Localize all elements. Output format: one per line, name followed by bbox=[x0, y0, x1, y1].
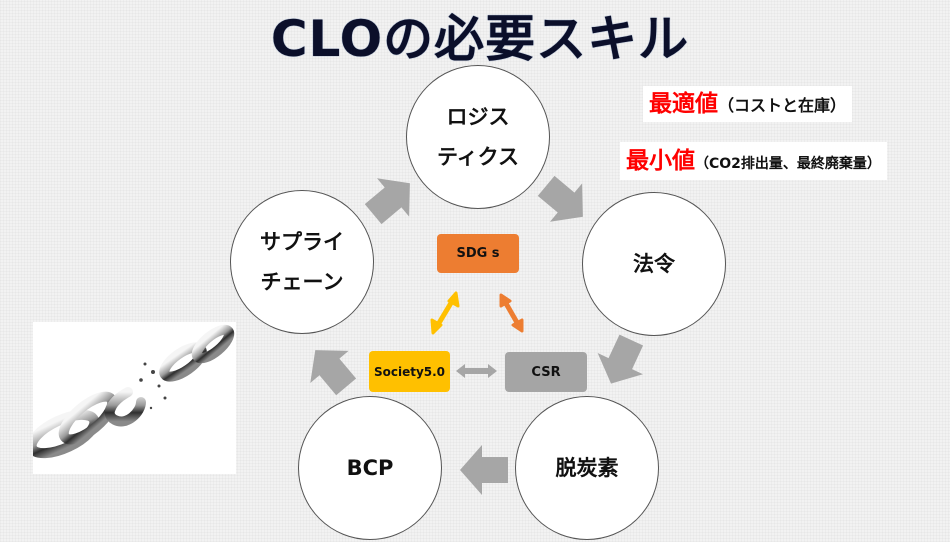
node-decarbonization: 脱炭素 bbox=[515, 396, 659, 540]
node-law: 法令 bbox=[582, 192, 726, 336]
node-supply-chain: サプライ チェーン bbox=[230, 190, 374, 334]
node-bcp-label: BCP bbox=[346, 456, 394, 480]
box-sdgs-label: SDG s bbox=[456, 246, 500, 261]
arrow-decarbonization-to-bcp bbox=[460, 445, 508, 495]
node-logistics: ロジス ティクス bbox=[406, 65, 550, 209]
note-optimal-detail: （コストと在庫） bbox=[718, 96, 847, 115]
note-minimum-detail: （CO2排出量、最終廃棄量） bbox=[695, 156, 881, 172]
broken-chain-image bbox=[26, 322, 236, 474]
box-csr-label: CSR bbox=[531, 364, 561, 380]
broken-chain-icon bbox=[26, 324, 235, 459]
node-supply-chain-line2: チェーン bbox=[260, 270, 344, 294]
link-society-csr bbox=[456, 364, 497, 378]
note-minimum: 最小値（CO2排出量、最終廃棄量） bbox=[620, 142, 887, 180]
note-minimum-emphasis: 最小値 bbox=[626, 148, 695, 174]
arrow-bcp-to-supplychain bbox=[296, 334, 366, 403]
link-sdgs-csr bbox=[499, 293, 524, 333]
node-decarbonization-label: 脱炭素 bbox=[555, 456, 619, 480]
link-society-sdgs bbox=[430, 291, 460, 335]
box-csr: CSR bbox=[505, 352, 587, 392]
box-sdgs: SDG s bbox=[437, 234, 519, 273]
page-title: CLOの必要スキル bbox=[270, 10, 690, 68]
box-society: Society5.0 bbox=[369, 351, 450, 392]
node-supply-chain-line1: サプライ bbox=[260, 230, 344, 254]
arrow-law-to-decarbonization bbox=[588, 329, 654, 395]
node-law-label: 法令 bbox=[633, 252, 675, 276]
node-logistics-line2: ティクス bbox=[436, 145, 520, 169]
note-optimal: 最適値（コストと在庫） bbox=[643, 86, 853, 122]
arrow-logistics-to-law bbox=[530, 166, 599, 236]
node-bcp: BCP bbox=[298, 396, 442, 540]
note-optimal-emphasis: 最適値 bbox=[649, 91, 718, 117]
box-society-label: Society5.0 bbox=[373, 364, 446, 379]
node-logistics-line1: ロジス bbox=[446, 105, 510, 129]
